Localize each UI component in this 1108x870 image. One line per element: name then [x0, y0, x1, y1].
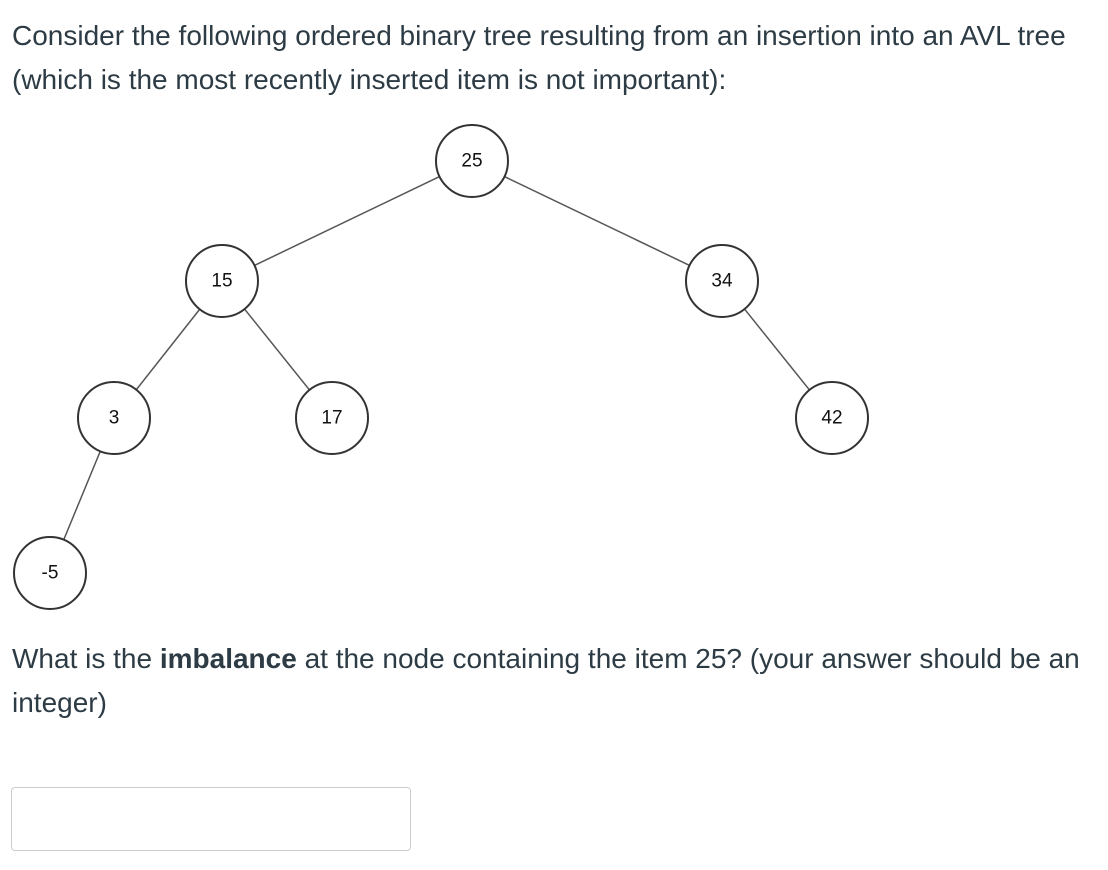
- tree-edge: [243, 308, 311, 391]
- tree-node-label: -5: [42, 563, 59, 584]
- tree-edge: [743, 308, 811, 391]
- tree-edge: [63, 450, 101, 541]
- answer-input[interactable]: [11, 787, 411, 851]
- question-intro: Consider the following ordered binary tr…: [12, 20, 1066, 95]
- tree-node: 42: [795, 381, 869, 455]
- tree-node: 25: [435, 124, 509, 198]
- tree-node: 34: [685, 244, 759, 318]
- tree-node-label: 25: [461, 151, 482, 172]
- tree-edge: [254, 175, 440, 267]
- tree-node: 15: [185, 244, 259, 318]
- question-prompt: What is the imbalance at the node contai…: [12, 637, 1092, 725]
- tree-node-circle: [13, 536, 87, 610]
- binary-tree-diagram: 25 15 34 3 17 42 -5: [13, 124, 869, 610]
- tree-node-circle: [77, 381, 151, 455]
- tree-node: 3: [77, 381, 151, 455]
- tree-node-circle: [185, 244, 259, 318]
- tree-node-circle: [685, 244, 759, 318]
- tree-edge: [135, 308, 201, 391]
- prompt-after: at the node containing the item 25? (you…: [12, 643, 1080, 718]
- tree-node: -5: [13, 536, 87, 610]
- tree-node-label: 42: [821, 408, 842, 429]
- tree-node-circle: [435, 124, 509, 198]
- tree-edges: [63, 175, 811, 541]
- tree-node: 17: [295, 381, 369, 455]
- tree-node-circle: [795, 381, 869, 455]
- tree-node-label: 17: [321, 408, 342, 429]
- tree-node-circle: [295, 381, 369, 455]
- prompt-bold: imbalance: [159, 643, 297, 674]
- tree-node-label: 15: [211, 271, 232, 292]
- tree-edge: [504, 175, 690, 267]
- tree-nodes: 25 15 34 3 17 42 -5: [13, 124, 869, 610]
- prompt-before: What is the: [12, 643, 160, 674]
- tree-node-label: 34: [711, 271, 733, 292]
- tree-node-label: 3: [109, 408, 120, 429]
